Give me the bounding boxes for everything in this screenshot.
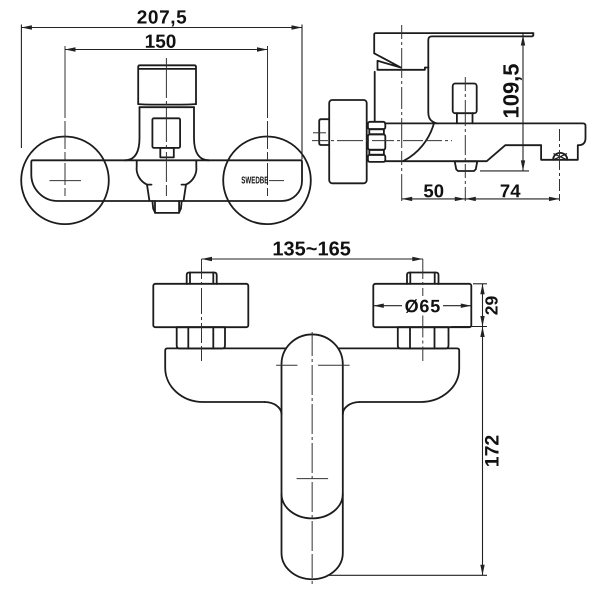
svg-text:109,5: 109,5 xyxy=(499,63,524,118)
svg-text:29: 29 xyxy=(482,296,502,316)
svg-text:135~165: 135~165 xyxy=(272,238,350,260)
svg-text:172: 172 xyxy=(482,435,504,468)
svg-text:207,5: 207,5 xyxy=(137,7,188,28)
svg-text:SWEDBE: SWEDBE xyxy=(241,175,268,186)
svg-text:Ø65: Ø65 xyxy=(405,296,441,316)
svg-text:150: 150 xyxy=(145,32,177,53)
svg-text:74: 74 xyxy=(500,180,521,201)
svg-text:50: 50 xyxy=(423,180,444,201)
